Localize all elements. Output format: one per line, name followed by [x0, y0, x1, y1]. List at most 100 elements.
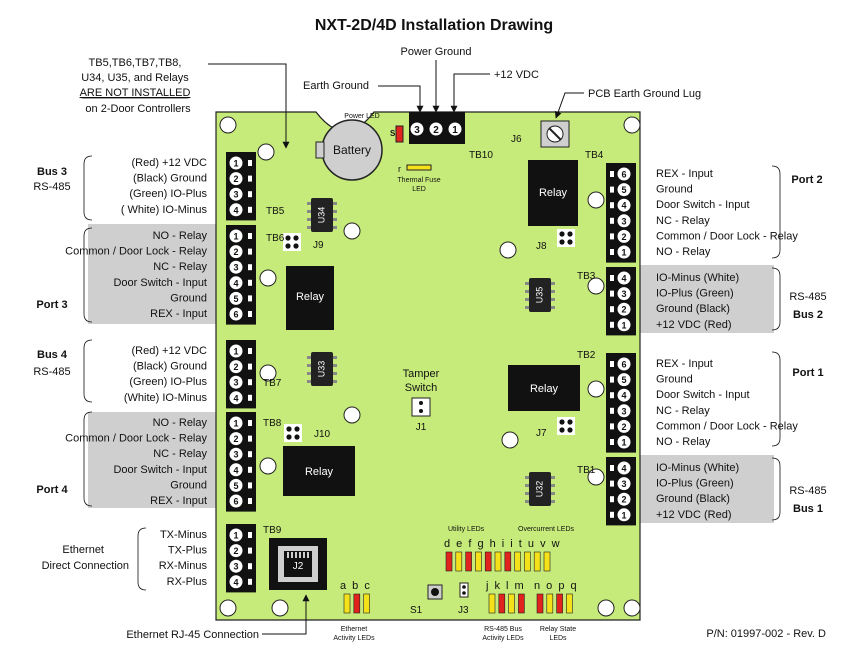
u33-chip — [311, 352, 333, 386]
tb8-screw — [248, 420, 252, 426]
pin-label: Common / Door Lock - Relay — [65, 433, 207, 445]
utility-led — [455, 551, 463, 572]
pin-label: Common / Door Lock - Relay — [656, 420, 798, 432]
tb3-screw — [610, 275, 614, 281]
rs485-led — [508, 593, 515, 614]
tb8-pin-number: 2 — [233, 434, 238, 444]
tb5-pin-number: 4 — [233, 205, 238, 215]
note-line-3: ARE NOT INSTALLED — [80, 87, 191, 99]
tb8-screw — [248, 498, 252, 504]
rs485-led — [488, 593, 496, 614]
tb1-pin — [617, 461, 631, 475]
tb6-label: TB6 — [266, 233, 285, 244]
pin-label: TX-Plus — [168, 545, 208, 557]
tb8-pin — [229, 478, 243, 492]
relay-state-led — [566, 593, 573, 614]
tb5-screw — [248, 160, 252, 166]
tb9-pin — [229, 575, 243, 589]
tb3-pin — [617, 271, 631, 285]
part-number: P/N: 01997-002 - Rev. D — [706, 628, 826, 640]
tb9-pin-number: 2 — [233, 546, 238, 556]
pin-label: +12 VDC (Red) — [656, 319, 732, 331]
tb8-pin — [229, 463, 243, 477]
tb1-label: TB1 — [577, 465, 596, 476]
utility-led — [504, 551, 512, 572]
tb3-pin-number: 1 — [621, 320, 626, 330]
utility-led — [524, 551, 531, 572]
j9-label: J9 — [313, 240, 324, 251]
led-nopq-label: n o p q — [534, 580, 578, 592]
utility-led — [533, 551, 541, 572]
tb6-pin — [229, 229, 243, 243]
port1-label: Port 1 — [792, 367, 823, 379]
pin-label: Door Switch - Input — [113, 464, 207, 476]
pin-label: Ground — [170, 292, 207, 304]
utility-led — [465, 551, 472, 572]
tb9-pin — [229, 528, 243, 542]
tb2-pin-number: 3 — [621, 406, 626, 416]
tb3-pin — [617, 287, 631, 301]
u33-label: U33 — [316, 361, 326, 378]
pin-label: (Black) Ground — [133, 361, 207, 373]
j2-label: J2 — [293, 561, 304, 572]
tb2-screw — [610, 361, 614, 367]
pin-label: Ground (Black) — [656, 493, 730, 505]
tb9-screw — [248, 547, 252, 554]
tb9-screw — [248, 563, 252, 570]
tb9-screw — [248, 578, 252, 585]
pin-label: NC - Relay — [153, 261, 207, 273]
s1-label: S1 — [410, 605, 423, 616]
pin-label: RX-Plus — [167, 576, 208, 588]
tb4-pin-number: 5 — [621, 185, 626, 195]
tb7-pin — [229, 360, 243, 374]
tb1-screw — [610, 496, 614, 503]
tb7-label: TB7 — [263, 378, 282, 389]
tb6-pin — [229, 291, 243, 305]
pin-label: ( White) IO-Minus — [121, 204, 208, 216]
tb1-screw — [610, 465, 614, 471]
jumper-header — [557, 417, 575, 435]
tb3-pin-number: 3 — [621, 289, 626, 299]
pin-label: REX - Input — [150, 495, 207, 507]
relay-state-label-1: Relay State — [540, 626, 576, 633]
tb2-pin — [617, 435, 631, 449]
tb2-pin-number: 1 — [621, 438, 626, 448]
j8-label: J8 — [536, 241, 547, 252]
tamper-label-1: Tamper — [403, 368, 440, 380]
ethernet-led — [343, 593, 351, 614]
tb4-pin-number: 1 — [621, 248, 626, 258]
tb6-pin — [229, 276, 243, 290]
tb7-pin — [229, 391, 243, 405]
bus1-label: Bus 1 — [793, 503, 823, 515]
jumper-header — [283, 233, 301, 251]
relay-state-led — [546, 593, 554, 614]
overcurrent-leds-label: Overcurrent LEDs — [518, 526, 575, 533]
tb7-screw — [248, 348, 252, 354]
pin-label: NO - Relay — [153, 417, 208, 429]
tb5-pin-number: 2 — [233, 174, 238, 184]
tb6-pin — [229, 245, 243, 259]
u35-chip — [529, 278, 551, 312]
tb4-pin-number: 3 — [621, 216, 626, 226]
ethernet-led — [363, 593, 370, 614]
u34-chip — [311, 198, 333, 232]
tb10-pin — [447, 121, 463, 137]
jumper-header — [557, 229, 575, 247]
tb7-screw — [248, 363, 252, 370]
ethernet-bracket — [137, 527, 147, 591]
r-label: r — [398, 164, 401, 174]
tb8-pin-number: 5 — [233, 481, 238, 491]
tb2-label: TB2 — [577, 350, 596, 361]
earth-ground-callout: Earth Ground — [303, 80, 369, 92]
tb8-label: TB8 — [263, 418, 282, 429]
tb4-pin — [617, 214, 631, 228]
tb1-pin — [617, 492, 631, 506]
tb2-pin-number: 4 — [621, 391, 626, 401]
tb8-pin-number: 6 — [233, 497, 238, 507]
tb6-pin-number: 3 — [233, 263, 238, 273]
utility-led — [543, 551, 551, 572]
u32-chip — [529, 472, 551, 506]
tb6-screw — [248, 248, 252, 255]
pin-label: IO-Plus (Green) — [656, 478, 734, 490]
